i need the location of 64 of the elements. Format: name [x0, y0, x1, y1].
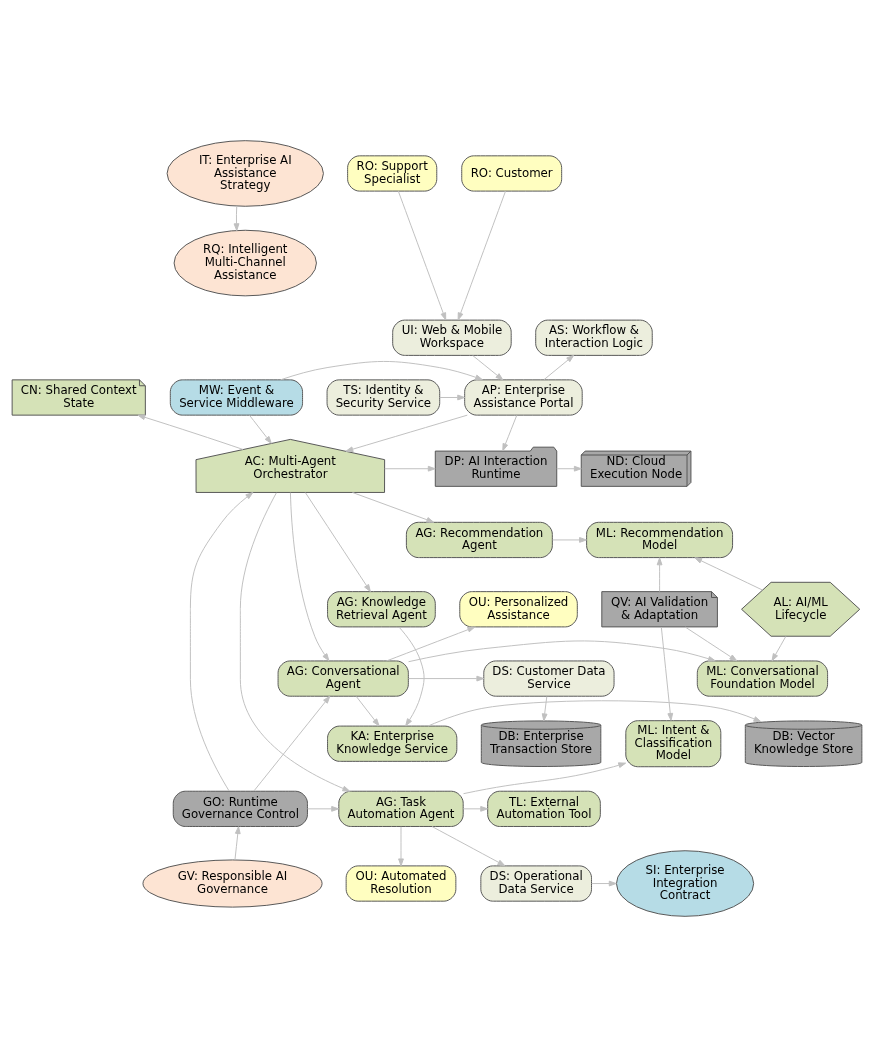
arrow [386, 626, 476, 662]
arrow [591, 880, 617, 887]
node-box: ML: Intent & Classification Model [625, 720, 722, 768]
arrow [427, 700, 762, 727]
arrow [656, 557, 663, 592]
node-ellipse: GV: Responsible AI Governance [142, 859, 323, 908]
arrow [541, 696, 548, 722]
node-box: AG: Conversational Agent [277, 660, 409, 697]
node-box: AS: Workflow & Interaction Logic [535, 319, 653, 356]
arrow [289, 492, 330, 662]
node-box: OU: Automated Resolution [345, 865, 457, 902]
node-box: DS: Operational Data Service [480, 865, 592, 902]
node-box: MW: Event & Service Middleware [169, 379, 304, 416]
arrow [137, 414, 244, 450]
arrow [771, 636, 787, 662]
arrow [543, 354, 575, 381]
node-box: AG: Recommendation Agent [405, 521, 553, 559]
arrow [552, 537, 587, 543]
arrow [660, 626, 674, 721]
node-box: AP: Enterprise Assistance Portal [464, 379, 583, 416]
arrow [253, 695, 331, 792]
arrow [462, 805, 489, 812]
arrow [472, 354, 504, 381]
arrow [234, 826, 241, 861]
arrow [189, 492, 254, 792]
node-box: ML: Conversational Foundation Model [696, 660, 829, 697]
arrow [280, 360, 483, 381]
arrow [355, 696, 380, 727]
node-box: RO: Support Specialist [347, 155, 438, 192]
arrow [502, 414, 518, 452]
arrow [398, 826, 404, 867]
node-box: AG: Knowledge Retrieval Agent [327, 591, 436, 628]
arrow [249, 414, 272, 444]
arrow [457, 190, 506, 321]
arrow [384, 465, 436, 472]
arrow [307, 805, 340, 812]
arrow [408, 640, 716, 663]
arrow [345, 414, 468, 453]
arrow [556, 465, 582, 472]
node-box: AG: Task Automation Agent [338, 790, 464, 827]
node-box: TS: Identity & Security Service [326, 379, 441, 416]
arrow [684, 626, 738, 662]
node-ellipse: SI: Enterprise Integration Contract [616, 850, 755, 917]
node-box: TL: External Automation Tool [487, 790, 601, 827]
arrow [694, 557, 763, 591]
arrow [439, 394, 466, 401]
arrow [408, 675, 485, 682]
node-box: KA: Enterprise Knowledge Service [327, 725, 458, 762]
arrow [431, 826, 506, 867]
node-ellipse: RQ: Intelligent Multi-Channel Assistance [173, 229, 317, 297]
arrow [397, 190, 447, 321]
node-box: DS: Customer Data Service [483, 660, 615, 697]
node-ellipse: IT: Enterprise AI Assistance Strategy [166, 140, 324, 207]
arrow [463, 762, 627, 795]
arrow [304, 492, 371, 592]
arrow [239, 492, 351, 792]
arrow [398, 626, 425, 727]
arrow [352, 492, 435, 523]
node-box: OU: Personalized Assistance [459, 591, 578, 628]
node-box: UI: Web & Mobile Workspace [392, 319, 512, 356]
node-box: GO: Runtime Governance Control [172, 790, 308, 827]
arrow [233, 205, 240, 232]
node-box: ML: Recommendation Model [586, 521, 734, 559]
node-box: RO: Customer [461, 155, 563, 192]
